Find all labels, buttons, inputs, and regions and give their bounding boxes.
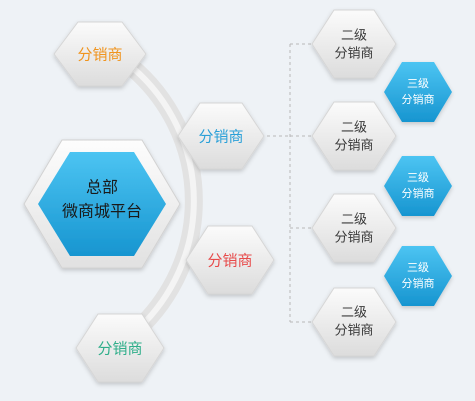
level2-node (311, 9, 397, 79)
level2-node (311, 101, 397, 171)
arc-track-highlight (115, 55, 197, 348)
distributor-node (185, 225, 275, 295)
level2-node (311, 287, 397, 357)
headquarters-node (23, 139, 181, 269)
level3-node (384, 246, 452, 306)
level3-label-line2: 分销商 (402, 186, 435, 200)
connector-lines (255, 43, 318, 323)
distributor-label: 分销商 (97, 340, 142, 358)
level3-node (384, 62, 452, 122)
level3-label-line2: 分销商 (402, 92, 435, 106)
distributor-node (53, 21, 147, 87)
distributor-label: 分销商 (207, 252, 252, 270)
level2-node (311, 193, 397, 263)
level2-label-line2: 分销商 (334, 324, 373, 339)
headquarters-subtitle: 微商城平台 (62, 202, 142, 221)
level2-label-line1: 二级 (341, 213, 367, 228)
level2-label-line2: 分销商 (334, 47, 373, 62)
level3-label-line1: 三级 (407, 171, 429, 184)
level3-label-line2: 分销商 (402, 276, 435, 290)
level2-label-line2: 分销商 (334, 231, 373, 246)
distributor-node (75, 313, 165, 383)
level3-node (384, 156, 452, 216)
level2-label-line1: 二级 (341, 29, 367, 44)
level2-label-line1: 二级 (341, 121, 367, 136)
distributor-node (177, 102, 265, 170)
headquarters-title: 总部 (86, 178, 118, 197)
level2-label-line2: 分销商 (334, 139, 373, 154)
level3-label-line1: 三级 (407, 77, 429, 90)
level3-label-line1: 三级 (407, 261, 429, 274)
level2-label-line1: 二级 (341, 306, 367, 321)
distributor-label: 分销商 (77, 46, 122, 64)
distributor-label: 分销商 (198, 128, 243, 146)
